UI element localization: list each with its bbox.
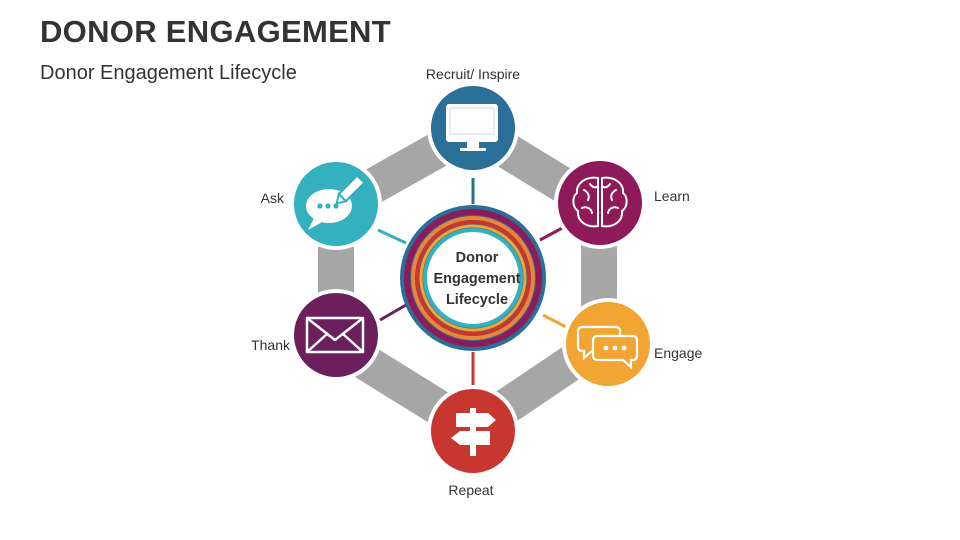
- stage-repeat[interactable]: [427, 385, 519, 477]
- stage-ask[interactable]: [290, 158, 382, 250]
- label-recruit-inspire: Recruit/ Inspire: [426, 66, 520, 82]
- stage-recruit-inspire[interactable]: [427, 82, 519, 174]
- slide-title: DONOR ENGAGEMENT: [40, 14, 391, 49]
- stage-thank[interactable]: [290, 289, 382, 381]
- signpost-icon: [451, 408, 496, 456]
- hub-line-1: Donor: [456, 250, 499, 266]
- hub: Donor Engagement Lifecycle: [400, 205, 546, 351]
- monitor-icon: [446, 104, 498, 151]
- hub-line-3: Lifecycle: [446, 292, 508, 308]
- label-repeat: Repeat: [448, 482, 493, 498]
- chat-bubbles-icon: [576, 325, 639, 370]
- envelope-icon: [305, 316, 365, 354]
- connector-engage: [542, 313, 569, 330]
- label-thank: Thank: [251, 337, 291, 353]
- stage-learn[interactable]: [554, 157, 646, 249]
- label-engage: Engage: [654, 345, 702, 361]
- slide-subtitle: Donor Engagement Lifecycle: [40, 62, 297, 84]
- connector-thank: [379, 303, 407, 322]
- hub-line-2: Engagement: [433, 271, 520, 287]
- label-learn: Learn: [654, 188, 690, 204]
- stage-engage[interactable]: [562, 298, 654, 390]
- label-ask: Ask: [261, 190, 285, 206]
- brain-icon: [572, 176, 628, 228]
- connector-ask: [377, 228, 407, 245]
- speech-pencil-icon: [306, 174, 366, 230]
